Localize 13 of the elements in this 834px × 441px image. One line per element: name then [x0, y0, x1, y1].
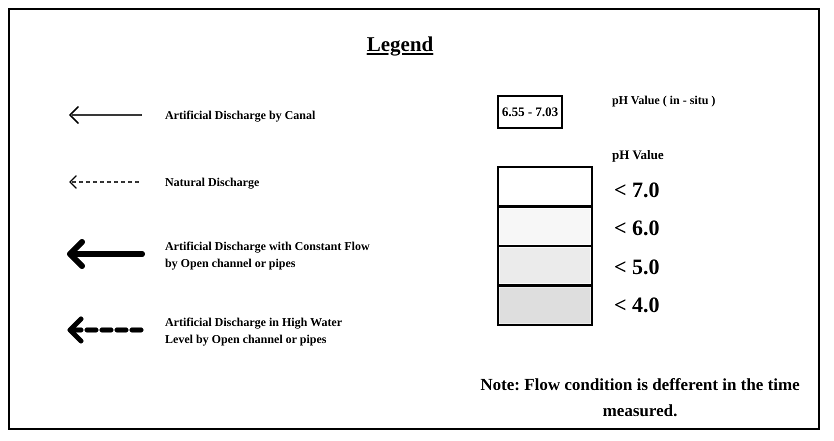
legend-label: Artificial Discharge with Constant Flow by Open channel or pipes — [165, 238, 370, 272]
caption-text: pH Value ( in - situ ) — [612, 93, 716, 108]
legend-title: Legend — [366, 32, 434, 57]
note-text: Note: Flow condition is defferent in the time measured. — [480, 374, 800, 422]
legend-label: Natural Discharge — [165, 174, 260, 191]
legend-label: < 5.0 — [614, 254, 660, 280]
legend-label: Artificial Discharge by Canal — [165, 107, 316, 124]
legend-label: Artificial Discharge in High Water Level by Open channel or pipes — [165, 314, 343, 348]
legend-label: < 6.0 — [614, 215, 660, 241]
legend-label: < 4.0 — [614, 292, 660, 318]
value-box: 6.55 - 7.03 — [497, 95, 563, 129]
column-heading: pH Value — [612, 147, 664, 163]
legend-label: < 7.0 — [614, 177, 660, 203]
